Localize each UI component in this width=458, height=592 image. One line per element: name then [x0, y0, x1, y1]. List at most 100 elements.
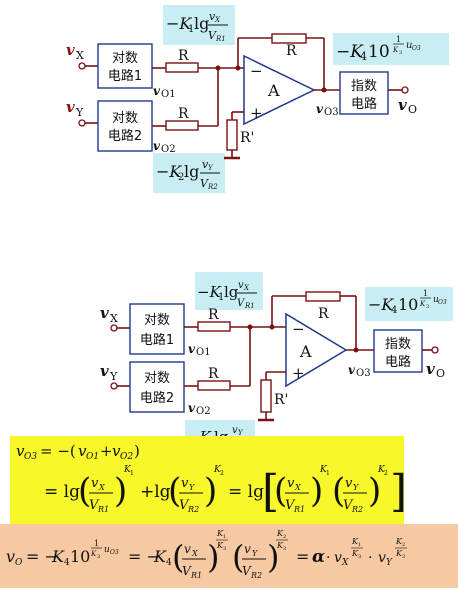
svg-text:1: 1	[358, 542, 361, 548]
svg-text:3: 3	[223, 546, 226, 552]
svg-text:X: X	[294, 483, 301, 492]
eq2: = lg ( v X V R1 ) K 1 +lg ( v Y V R2 ) K…	[44, 465, 407, 517]
svg-text:R1: R1	[190, 571, 202, 580]
svg-text:10: 10	[398, 295, 418, 314]
svg-text:O2: O2	[120, 452, 133, 462]
svg-text:lg: lg	[184, 162, 199, 181]
svg-text:3: 3	[426, 304, 429, 310]
svg-text:R: R	[178, 106, 189, 122]
output-o: v	[398, 96, 407, 114]
svg-text:v: v	[378, 550, 386, 566]
svg-text:v: v	[238, 280, 244, 291]
svg-text:指数: 指数	[351, 79, 377, 94]
svg-text:1: 1	[94, 539, 99, 548]
svg-text:(: (	[332, 471, 345, 511]
svg-text:V: V	[343, 498, 354, 513]
svg-text:Y: Y	[386, 558, 393, 568]
svg-text:1: 1	[130, 470, 134, 477]
svg-text:O: O	[408, 103, 417, 116]
svg-text:3: 3	[402, 554, 405, 560]
svg-text:电路: 电路	[385, 354, 411, 370]
res-r1	[165, 62, 199, 73]
svg-text:2: 2	[178, 172, 184, 183]
svg-text:): )	[134, 442, 140, 460]
svg-text:v: v	[426, 360, 435, 378]
svg-text:−K: −K	[368, 295, 394, 314]
svg-text:4: 4	[166, 558, 172, 568]
svg-text:电路2: 电路2	[108, 128, 142, 144]
svg-text:v: v	[78, 442, 87, 460]
svg-text:1: 1	[326, 470, 330, 477]
svg-text:·: ·	[326, 550, 330, 566]
svg-text:v: v	[6, 547, 15, 566]
svg-text:对数: 对数	[144, 371, 170, 386]
svg-text:R1: R1	[215, 35, 226, 43]
top-diagram: −K 1 lg v X V R1 −K 4 10 1 K 3 u O3 −K 2…	[66, 5, 449, 193]
svg-text:K: K	[153, 547, 167, 566]
svg-text:R: R	[286, 43, 297, 59]
svg-text:(: (	[78, 471, 91, 511]
log-block-1	[97, 43, 153, 89]
svg-text:3: 3	[399, 50, 402, 56]
exp-label: −K 4 10 1 K 3 u O3	[336, 35, 421, 63]
svg-text:K: K	[351, 549, 359, 558]
svg-text:O2: O2	[161, 144, 176, 155]
svg-text:v: v	[66, 41, 75, 59]
svg-text:O3: O3	[412, 45, 421, 52]
svg-text:V: V	[89, 498, 100, 513]
svg-text:(: (	[274, 471, 287, 511]
svg-text:v: v	[184, 542, 191, 556]
svg-text:R2: R2	[351, 505, 363, 514]
op-amp	[243, 54, 316, 126]
svg-text:X: X	[98, 483, 105, 492]
svg-text:K: K	[216, 541, 224, 550]
svg-text:): )	[368, 471, 381, 511]
svg-text:K: K	[123, 465, 132, 475]
svg-text:R: R	[178, 48, 189, 64]
svg-text:K: K	[276, 529, 284, 538]
svg-text:O: O	[15, 558, 23, 568]
log-block-2	[97, 100, 153, 152]
log-y-label: −K 2 lg v Y V R2	[156, 158, 220, 191]
svg-text:1: 1	[188, 24, 194, 35]
svg-text:1: 1	[423, 289, 428, 298]
exp-label-bg	[333, 33, 449, 65]
eq-yellow-bg	[10, 436, 404, 524]
input-y: v Y	[66, 98, 86, 127]
svg-text:Y: Y	[75, 106, 84, 119]
svg-text:4: 4	[391, 305, 397, 316]
res-rprime	[226, 119, 238, 151]
svg-text:): )	[310, 471, 323, 511]
svg-text:]: ]	[390, 466, 407, 517]
svg-text:= −: = −	[128, 547, 160, 566]
svg-text:V: V	[208, 29, 217, 42]
input-x: v X	[66, 41, 86, 70]
svg-text:K: K	[276, 541, 284, 550]
svg-text:): )	[204, 471, 217, 511]
svg-text:O3: O3	[324, 107, 339, 118]
svg-text:= −(: = −(	[40, 442, 76, 460]
log-x-label-bottom: −K 1 lg v X V R1	[197, 280, 257, 310]
svg-text:u: u	[433, 295, 439, 305]
svg-text:X: X	[214, 16, 221, 24]
svg-text:v: v	[188, 342, 196, 356]
svg-text:(: (	[168, 471, 181, 511]
svg-text:V: V	[182, 564, 192, 578]
svg-text:): )	[267, 538, 279, 576]
svg-text:对数: 对数	[144, 313, 170, 328]
svg-text:Y: Y	[238, 429, 244, 437]
svg-text:Y: Y	[208, 164, 214, 172]
res-r2	[165, 120, 199, 131]
svg-text:10: 10	[70, 547, 90, 566]
svg-text:lg: lg	[224, 283, 239, 301]
svg-text:+: +	[100, 442, 113, 460]
svg-text:+: +	[250, 104, 263, 122]
svg-text:O3: O3	[110, 549, 119, 556]
svg-text:Y: Y	[189, 483, 195, 492]
node-o1: v	[153, 84, 161, 98]
svg-text:V: V	[200, 177, 209, 190]
svg-text:10: 10	[368, 42, 390, 62]
svg-text:K: K	[395, 537, 403, 546]
svg-text:−K: −K	[166, 14, 192, 33]
svg-text:K: K	[51, 547, 65, 566]
